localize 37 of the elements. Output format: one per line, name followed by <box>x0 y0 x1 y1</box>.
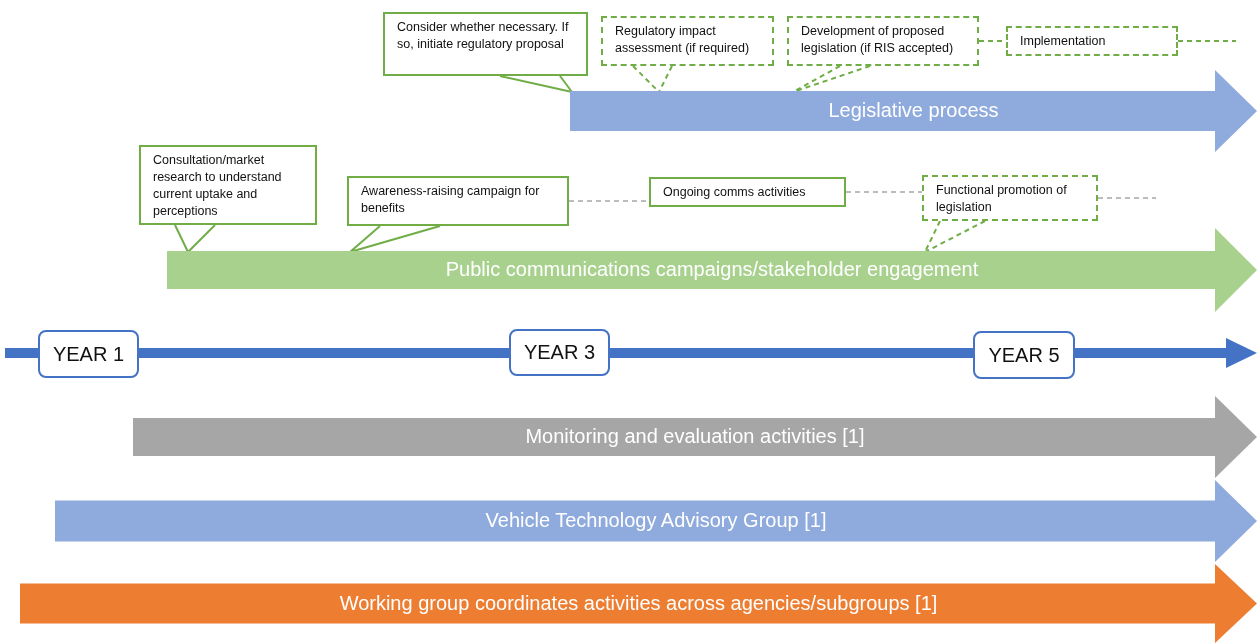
year-marker-box: YEAR 5 <box>973 331 1075 379</box>
callout-pointer <box>632 65 673 93</box>
callout-text: Consultation/market research to understand current uptake and perceptions <box>153 152 283 220</box>
callout-text: Development of proposed legislation (if RIS accepted) <box>801 23 955 57</box>
note-box <box>649 177 846 207</box>
callout-text: Awareness-raising campaign for benefits <box>361 183 541 217</box>
band-label: Working group coordinates activities across agencies/subgroups [1] <box>338 591 939 615</box>
callout-pointer <box>174 224 216 253</box>
dashed-note-box <box>601 16 774 66</box>
year-marker-box: YEAR 1 <box>38 330 139 378</box>
callout-text: Implementation <box>1020 33 1107 50</box>
activity-band <box>133 396 1257 478</box>
callout-text: Functional promotion of legislation <box>936 182 1068 216</box>
activity-band <box>167 228 1257 312</box>
dashed-connector <box>845 191 923 193</box>
dashed-connector <box>1097 197 1157 199</box>
callout-pointer <box>499 75 573 93</box>
activity-band <box>570 70 1257 152</box>
activity-band <box>20 564 1257 643</box>
note-box <box>383 12 588 76</box>
dashed-note-box <box>922 175 1098 221</box>
callout-pointer <box>924 220 986 253</box>
callout-pointer <box>349 225 441 253</box>
year-marker-box: YEAR 3 <box>509 329 610 376</box>
callout-text: Ongoing comms activities <box>663 184 807 201</box>
band-label: Monitoring and evaluation activities [1] <box>524 425 866 448</box>
dashed-note-box <box>1006 26 1178 56</box>
band-label: Vehicle Technology Advisory Group [1] <box>484 509 828 532</box>
dashed-connector <box>1177 40 1237 42</box>
activity-band <box>55 480 1257 562</box>
callout-text: Regulatory impact assessment (if required) <box>615 23 751 57</box>
callout-text: Consider whether necessary. If so, initiate regulatory proposal <box>397 19 570 53</box>
band-label: Legislative process <box>827 99 1000 122</box>
dashed-note-box <box>787 16 979 66</box>
band-label: Public communications campaigns/stakeholder engagement <box>444 258 980 281</box>
note-box <box>347 176 569 226</box>
note-box <box>139 145 317 225</box>
